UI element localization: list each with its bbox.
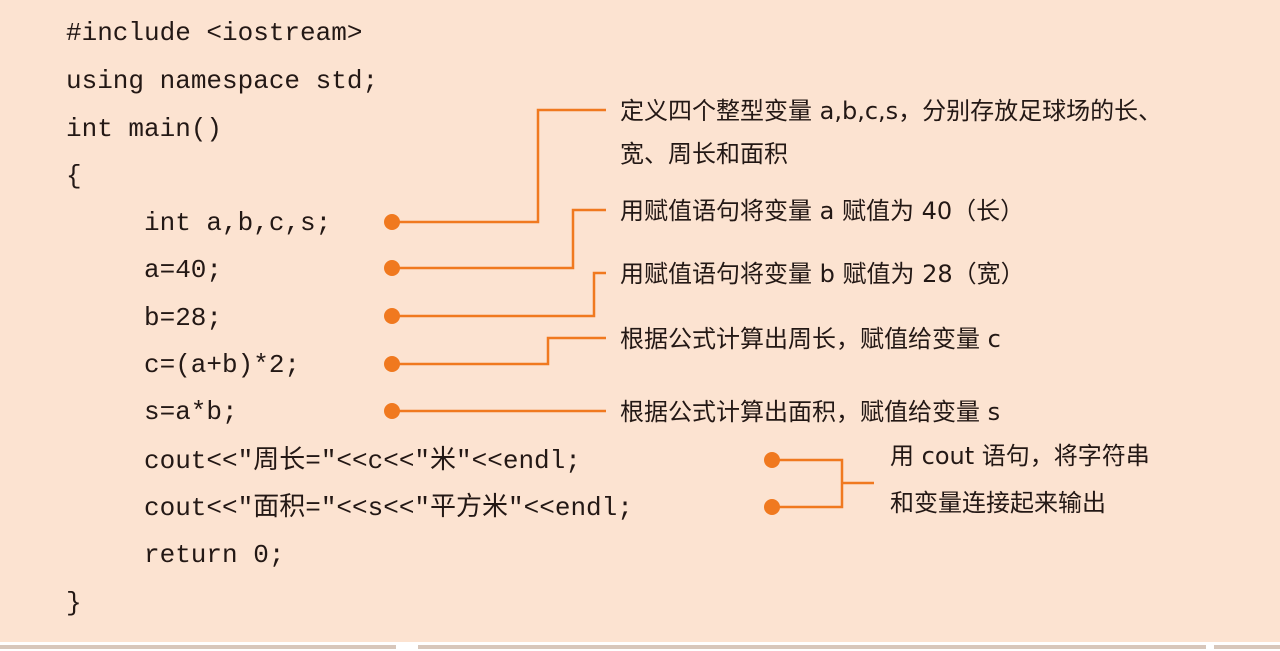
note-declare-line-2: 宽、周长和面积 <box>620 140 788 168</box>
code-line-declare: int a,b,c,s; <box>144 208 332 238</box>
code-line-return: return 0; <box>144 540 285 570</box>
dot-cout-area <box>764 499 780 515</box>
note-declare-line-1: 定义四个整型变量 a,b,c,s，分别存放足球场的长、 <box>620 97 1163 125</box>
note-cout-line-1: 用 cout 语句，将字符串 <box>890 442 1150 470</box>
code-line-open-brace: { <box>66 161 82 191</box>
code-line-area: s=a*b; <box>144 397 238 427</box>
note-cout-line-2: 和变量连接起来输出 <box>890 489 1106 517</box>
dot-declare <box>384 214 400 230</box>
connector-declare <box>392 108 606 224</box>
edge-segment <box>1214 645 1280 649</box>
page-bottom-edge <box>0 642 1280 651</box>
code-line-close-brace: } <box>66 588 82 618</box>
code-line-using: using namespace std; <box>66 66 379 96</box>
note-perimeter: 根据公式计算出周长，赋值给变量 c <box>620 325 1001 353</box>
dot-area <box>384 403 400 419</box>
code-line-cout-perimeter: cout<<"周长="<<c<<"米"<<endl; <box>144 446 581 476</box>
code-line-include: #include <iostream> <box>66 18 363 48</box>
dot-perimeter <box>384 356 400 372</box>
note-area: 根据公式计算出面积，赋值给变量 s <box>620 398 1001 426</box>
note-assign-b: 用赋值语句将变量 b 赋值为 28（宽） <box>620 260 1025 288</box>
connector-assign-a <box>392 208 606 270</box>
dot-assign-a <box>384 260 400 276</box>
edge-segment <box>418 645 1206 649</box>
code-line-perimeter: c=(a+b)*2; <box>144 350 301 380</box>
code-line-cout-area: cout<<"面积="<<s<<"平方米"<<endl; <box>144 493 633 523</box>
code-line-assign-b: b=28; <box>144 303 223 333</box>
connector-assign-b <box>392 271 606 318</box>
code-line-assign-a: a=40; <box>144 255 223 285</box>
connector-perimeter <box>392 336 606 366</box>
edge-segment <box>0 645 396 649</box>
note-assign-a: 用赋值语句将变量 a 赋值为 40（长） <box>620 197 1025 225</box>
code-line-main: int main() <box>66 114 223 144</box>
connector-cout-bracket <box>772 458 844 509</box>
dot-assign-b <box>384 308 400 324</box>
dot-cout-perimeter <box>764 452 780 468</box>
